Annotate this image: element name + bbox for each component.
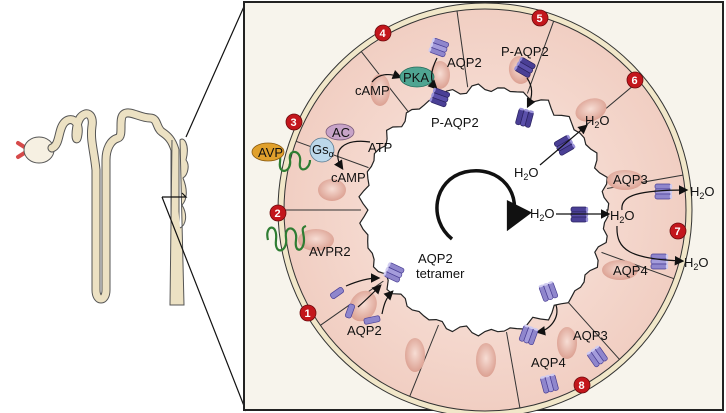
- adenylyl-cyclase: [325, 123, 355, 141]
- assembly-arrow: [345, 273, 381, 287]
- pka-label: PKA: [403, 70, 429, 85]
- aqp2-tetramer-label-2: tetramer: [416, 266, 465, 281]
- zoom-line-bottom: [161, 196, 247, 412]
- endocytosis-arrow: [535, 304, 558, 336]
- insertion-arrow: [526, 77, 536, 109]
- nucleus: [557, 327, 577, 359]
- step-badge-3: 3: [285, 113, 303, 131]
- recycling-arrow: [435, 169, 532, 241]
- p-aqp2-label-upper: P-AQP2: [501, 44, 549, 59]
- atp-to-camp-arrow: [334, 140, 371, 170]
- atp-label: ATP: [368, 140, 392, 155]
- h2o-label: H: [610, 208, 619, 223]
- svg-text:H2O: H2O: [514, 165, 539, 182]
- step-badge-1: 1: [299, 304, 317, 322]
- svg-text:3: 3: [291, 117, 297, 129]
- aqp2-monomer: [363, 315, 381, 325]
- h2o-label: H: [690, 184, 699, 199]
- svg-text:2: 2: [275, 208, 281, 220]
- aqp2-top-label: AQP2: [447, 55, 482, 70]
- nucleus: [349, 290, 377, 322]
- cell-border: [506, 332, 521, 408]
- svg-text:4: 4: [380, 28, 387, 40]
- step-badge-5: 5: [531, 9, 549, 27]
- step-badge-8: 8: [573, 376, 591, 394]
- nucleus: [405, 338, 425, 372]
- svg-text:7: 7: [675, 226, 681, 238]
- svg-text:H2O: H2O: [585, 113, 610, 130]
- nucleus: [575, 98, 607, 122]
- cell-border: [456, 10, 469, 88]
- svg-text:H2O: H2O: [610, 208, 635, 225]
- collecting-duct: [169, 138, 189, 306]
- svg-text:5: 5: [537, 13, 543, 25]
- cell-border: [601, 251, 675, 280]
- gs-alpha-protein: [309, 137, 335, 163]
- nucleus: [607, 170, 643, 190]
- aqp3-label-lower: AQP3: [573, 328, 608, 343]
- tubule-lumen: [358, 83, 610, 337]
- h2o-label: H: [514, 165, 523, 180]
- svg-text:H2O: H2O: [530, 206, 555, 223]
- phosphorylation-arrow: [427, 57, 438, 90]
- step-badges: 1 2 3 4 5 6 7 8: [269, 9, 687, 394]
- nephron-illustration: [16, 1, 247, 412]
- assembly-arrow: [381, 290, 394, 315]
- camp-label-upper: cAMP: [355, 83, 390, 98]
- step-badge-6: 6: [626, 71, 644, 89]
- assembly-arrow: [357, 284, 382, 308]
- avp-hormone: [251, 142, 285, 162]
- aqp2-bottom-label: AQP2: [347, 323, 382, 338]
- aqp3-efflux-arrow: [621, 185, 689, 211]
- svg-text:Gsα: Gsα: [312, 142, 334, 159]
- svg-text:H2O: H2O: [684, 255, 709, 272]
- aqp4-label-upper: AQP4: [613, 263, 648, 278]
- pka-enzyme: [399, 66, 435, 88]
- step-badge-2: 2: [269, 204, 287, 222]
- section-marker: [162, 192, 188, 198]
- cell-border: [567, 301, 620, 360]
- aqp4-label-lower: AQP4: [531, 355, 566, 370]
- camp-label-lower: cAMP: [331, 170, 366, 185]
- ac-label: AC: [332, 125, 350, 140]
- nucleus: [370, 74, 390, 106]
- h2o-label: H: [585, 113, 594, 128]
- aqp3-label-upper: AQP3: [613, 172, 648, 187]
- aqp2-monomer: [345, 303, 355, 319]
- water-entry-arrow: [539, 124, 588, 166]
- basolateral-aqp4-channel: [650, 253, 669, 270]
- zoom-line-top: [185, 1, 247, 138]
- avpr2-label: AVPR2: [309, 244, 351, 259]
- nucleus: [298, 229, 334, 251]
- aqp2-monomer: [329, 286, 345, 300]
- camp-to-pka-arrow: [371, 69, 403, 83]
- h2o-label: H: [530, 206, 539, 221]
- avpr2-receptor: [266, 224, 307, 252]
- aqp2-tetramer-label-1: AQP2: [418, 251, 453, 266]
- avp-label: AVP: [258, 145, 283, 160]
- nucleus: [476, 343, 496, 377]
- svg-text:H2O: H2O: [690, 184, 715, 201]
- gs-label: Gs: [312, 142, 329, 157]
- nucleus: [602, 260, 638, 280]
- nucleus: [318, 179, 346, 201]
- cell-border: [526, 20, 555, 94]
- svg-text:1: 1: [305, 308, 311, 320]
- aqp4-efflux-arrow: [616, 225, 685, 266]
- step-badge-4: 4: [374, 24, 392, 42]
- svg-text:8: 8: [579, 380, 585, 392]
- step-badge-7: 7: [669, 222, 687, 240]
- svg-text:6: 6: [632, 75, 638, 87]
- cell-border: [579, 80, 640, 131]
- h2o-label: H: [684, 255, 693, 270]
- nuclei: [298, 56, 643, 377]
- p-aqp2-label-lower: P-AQP2: [431, 115, 479, 130]
